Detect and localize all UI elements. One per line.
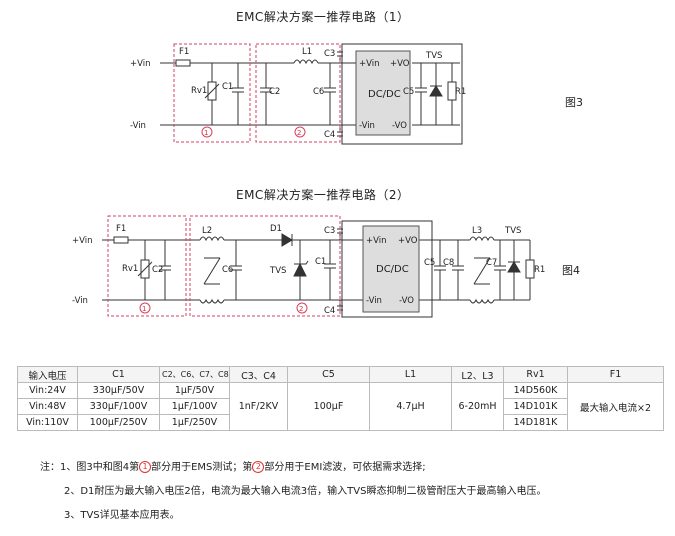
table-cell-c3c4: 1nF/2KV <box>229 382 288 431</box>
c4-label-2: C4 <box>324 306 335 316</box>
table-row: Vin:24V 330μF/50V 1μF/50V 1nF/2KV 100μF … <box>17 382 664 431</box>
c3-label-2: C3 <box>324 226 335 236</box>
d1-label: D1 <box>270 224 282 234</box>
table-header-row: 输入电压 C1 C2、C6、C7、C8 C3、C4 C5 L1 L2、L3 Rv… <box>17 366 664 383</box>
table-row: Vin:110V 100μF/250V 1μF/250V 14D181K <box>17 414 664 431</box>
dc-vin-minus-label-2: -Vin <box>366 296 382 306</box>
l1-label: L1 <box>302 47 312 57</box>
col-header: L2、L3 <box>451 366 504 383</box>
dcdc-module-1 <box>355 50 411 136</box>
c7-label: C7 <box>486 258 497 268</box>
dcdc-label-2: DC/DC <box>376 264 409 275</box>
note-line-2: 2、D1耐压为最大输入电压2倍，电流为最大输入电流3倍，输入TVS瞬态抑制二极管… <box>64 486 547 497</box>
dc-vo-minus-label-2: -VO <box>399 296 414 306</box>
r1-label-2: R1 <box>534 265 545 275</box>
note-line-3: 3、TVS详见基本应用表。 <box>64 510 180 521</box>
c5-label: C5 <box>403 87 414 97</box>
table-cell: Vin:24V <box>17 382 78 399</box>
component-spec-table: 输入电压 C1 C2、C6、C7、C8 C3、C4 C5 L1 L2、L3 Rv… <box>17 366 664 431</box>
section2-box-2 <box>189 215 341 317</box>
c3-label: C3 <box>324 49 335 59</box>
l3-label: L3 <box>472 226 482 236</box>
f1-label-2: F1 <box>116 224 126 234</box>
table-cell: 330μF/100V <box>77 398 160 415</box>
rv1-label-2: Rv1 <box>122 264 138 274</box>
table-row: Vin:48V 330μF/100V 1μF/100V 14D101K <box>17 398 664 415</box>
table-cell: 14D560K <box>503 382 568 399</box>
table-cell-c5: 100μF <box>287 382 370 431</box>
table-cell: 1μF/50V <box>159 382 230 399</box>
section2-box <box>255 43 341 143</box>
table-cell: Vin:110V <box>17 414 78 431</box>
col-header: Rv1 <box>503 366 568 383</box>
col-header: F1 <box>567 366 664 383</box>
section1-circle: 1 <box>139 461 152 473</box>
table-cell: 1μF/250V <box>159 414 230 431</box>
col-header: 输入电压 <box>17 366 78 383</box>
circuit2-title: EMC解决方案一推荐电路（2） <box>236 188 410 202</box>
c2-label-2: C2 <box>152 265 163 275</box>
vin-plus-label: +Vin <box>130 59 151 69</box>
col-header: C1 <box>77 366 160 383</box>
table-cell: 100μF/250V <box>77 414 160 431</box>
dc-vin-plus-label-2: +Vin <box>366 236 387 246</box>
tvs-out-label: TVS <box>504 226 521 236</box>
table-cell-l1: 4.7μH <box>369 382 452 431</box>
figure3-label: 图3 <box>565 96 583 109</box>
table-cell-l2l3: 6-20mH <box>451 382 504 431</box>
vin-minus-label: -Vin <box>130 121 146 131</box>
col-header: C3、C4 <box>229 366 288 383</box>
f1-label: F1 <box>179 47 189 57</box>
vin-plus-label-2: +Vin <box>72 236 93 246</box>
section2-number: 2 <box>297 129 301 137</box>
c6-label-2: C6 <box>222 265 233 275</box>
table-cell: 330μF/50V <box>77 382 160 399</box>
figure4-label: 图4 <box>562 264 580 277</box>
section1-number-2: 1 <box>142 305 146 313</box>
table-cell: 14D101K <box>503 398 568 415</box>
section1-box <box>173 43 251 143</box>
table-cell: Vin:48V <box>17 398 78 415</box>
col-header: C5 <box>287 366 370 383</box>
col-header: L1 <box>369 366 452 383</box>
section2-number-2: 2 <box>299 305 303 313</box>
section2-circle: 2 <box>252 461 265 473</box>
table-cell: 1μF/100V <box>159 398 230 415</box>
c6-label: C6 <box>313 87 324 97</box>
tvs-in-label: TVS <box>269 266 286 276</box>
r1-label: R1 <box>455 87 466 97</box>
table-cell-f1: 最大输入电流×2 <box>567 382 664 431</box>
dc-vo-minus-label: -VO <box>392 121 407 131</box>
tvs-label: TVS <box>425 51 442 61</box>
c1-label-2: C1 <box>315 257 326 267</box>
l2-label: L2 <box>202 226 212 236</box>
dcdc-module-2 <box>362 225 420 313</box>
vin-minus-label-2: -Vin <box>72 296 88 306</box>
col-header: C2、C6、C7、C8 <box>159 366 230 383</box>
c1-label: C1 <box>222 82 233 92</box>
c4-label: C4 <box>324 130 335 140</box>
rv1-label: Rv1 <box>191 86 207 96</box>
c8-label: C8 <box>443 258 454 268</box>
dc-vin-minus-label: -Vin <box>359 121 375 131</box>
c2-label: C2 <box>269 87 280 97</box>
dc-vin-plus-label: +Vin <box>359 59 380 69</box>
circuit1-title: EMC解决方案一推荐电路（1） <box>236 10 410 24</box>
c5-label-2: C5 <box>424 258 435 268</box>
dc-vo-plus-label: +VO <box>390 59 410 69</box>
dc-vo-plus-label-2: +VO <box>398 236 418 246</box>
dcdc-label: DC/DC <box>368 89 401 100</box>
table-cell: 14D181K <box>503 414 568 431</box>
section1-number: 1 <box>204 129 208 137</box>
section1-box-2 <box>107 215 187 317</box>
